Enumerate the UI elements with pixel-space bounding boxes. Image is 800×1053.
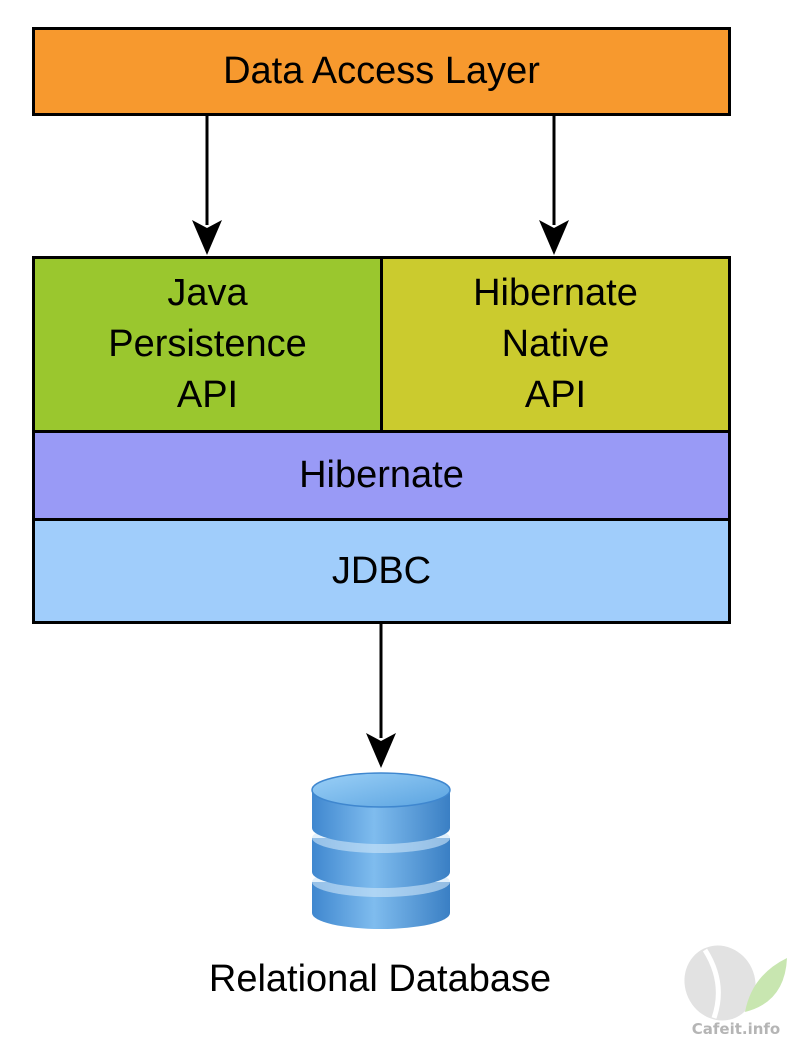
- arrow-jdbc-to-database: [366, 624, 396, 768]
- arrow-dal-to-hibernate-native: [539, 116, 569, 255]
- arrow-dal-to-jpa: [192, 116, 222, 255]
- jdbc-box: JDBC: [32, 518, 731, 624]
- watermark-text: Cafeit.info: [691, 1020, 781, 1038]
- data-access-layer-box: Data Access Layer: [32, 27, 731, 116]
- hibernate-box: Hibernate: [32, 430, 731, 521]
- jpa-box: Java Persistence API: [32, 256, 383, 433]
- relational-database-label: Relational Database: [208, 958, 552, 1000]
